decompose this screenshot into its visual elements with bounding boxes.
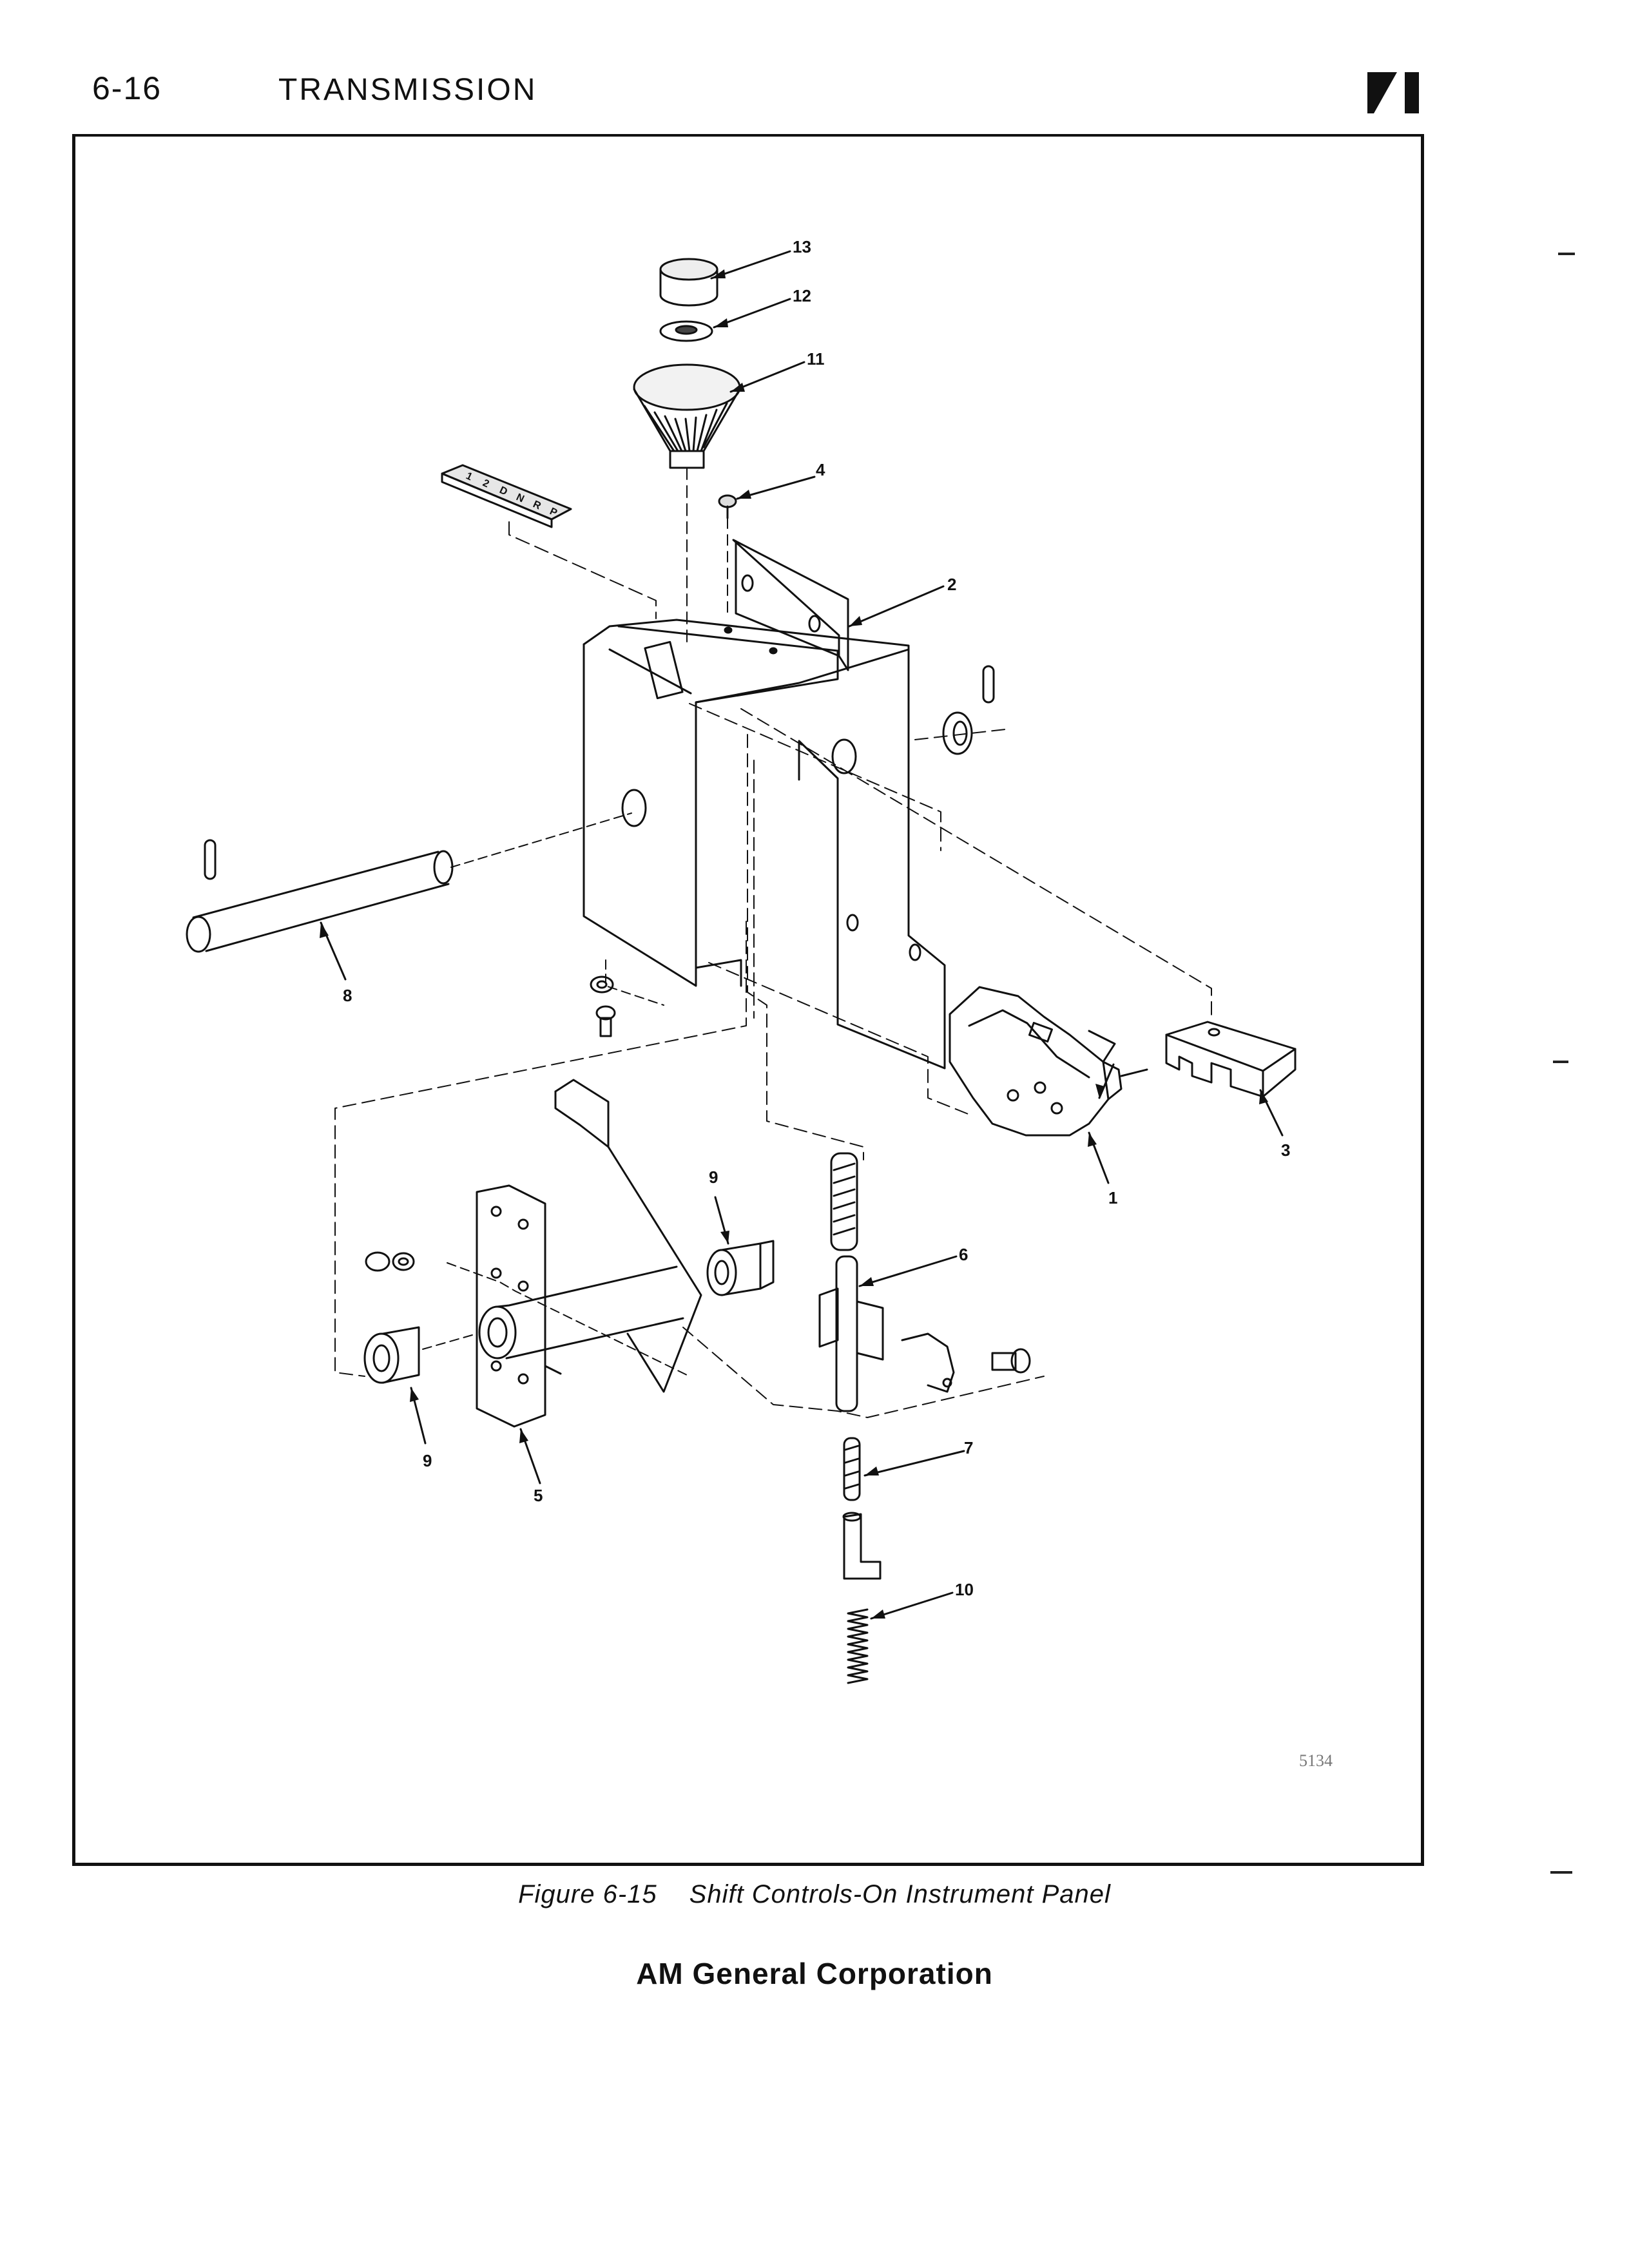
cap-part-13	[659, 258, 718, 307]
margin-tick-mark	[1553, 1061, 1568, 1063]
bushing-part-9-left	[363, 1326, 420, 1384]
main-bracket-part-2	[583, 539, 946, 1070]
pin-part-7	[843, 1437, 861, 1501]
spring-part-10	[847, 1608, 869, 1684]
washer-right	[942, 711, 973, 755]
callout-12: 12	[793, 286, 811, 305]
bushing-part-9-right	[706, 1240, 775, 1296]
callout-10: 10	[955, 1580, 974, 1599]
callout-1: 1	[1108, 1188, 1117, 1207]
washer-part-12	[659, 320, 713, 342]
callout-11: 11	[807, 349, 825, 369]
screw-part-4	[718, 494, 737, 519]
page-number: 6-16	[92, 70, 162, 106]
margin-tick-mark	[1558, 253, 1575, 255]
shift-rod-part-6	[818, 1152, 955, 1412]
shaft-part-8	[186, 839, 454, 953]
callout-7: 7	[964, 1438, 973, 1457]
switch-bracket-part-3	[1165, 1021, 1296, 1098]
shift-indicator-plate	[441, 464, 572, 528]
neutral-safety-switch-part-1	[949, 986, 1148, 1137]
screw-left	[595, 1005, 616, 1037]
callout-9-lower: 9	[423, 1451, 432, 1470]
figure-frame	[72, 134, 1424, 1866]
roll-pin-right	[982, 665, 995, 704]
callout-13: 13	[793, 237, 811, 256]
callout-5: 5	[534, 1486, 543, 1505]
shift-lever-assembly-part-5	[476, 1079, 702, 1428]
figure-caption: Figure 6-15 Shift Controls-On Instrument …	[0, 1880, 1629, 1909]
margin-tick-mark	[1550, 1871, 1572, 1874]
figure-caption-number: Figure 6-15	[518, 1880, 657, 1908]
figure-caption-title: Shift Controls-On Instrument Panel	[689, 1880, 1111, 1908]
shift-knob-part-11	[633, 363, 741, 469]
screw-right-rod	[991, 1348, 1031, 1374]
detent-plunger	[842, 1512, 882, 1580]
figure-reference-number: 5134	[1299, 1751, 1333, 1770]
callout-8: 8	[343, 986, 352, 1005]
callout-2: 2	[947, 575, 956, 594]
manufacturer-logo-icon	[1367, 72, 1419, 113]
callout-3: 3	[1281, 1140, 1290, 1160]
callout-4: 4	[816, 460, 825, 479]
lock-washer-left	[590, 975, 614, 994]
callout-9-upper: 9	[709, 1168, 718, 1187]
nut-and-washer-left	[365, 1251, 415, 1272]
section-title: TRANSMISSION	[278, 73, 537, 107]
callout-6: 6	[959, 1245, 968, 1264]
company-footer: AM General Corporation	[636, 1957, 993, 1990]
